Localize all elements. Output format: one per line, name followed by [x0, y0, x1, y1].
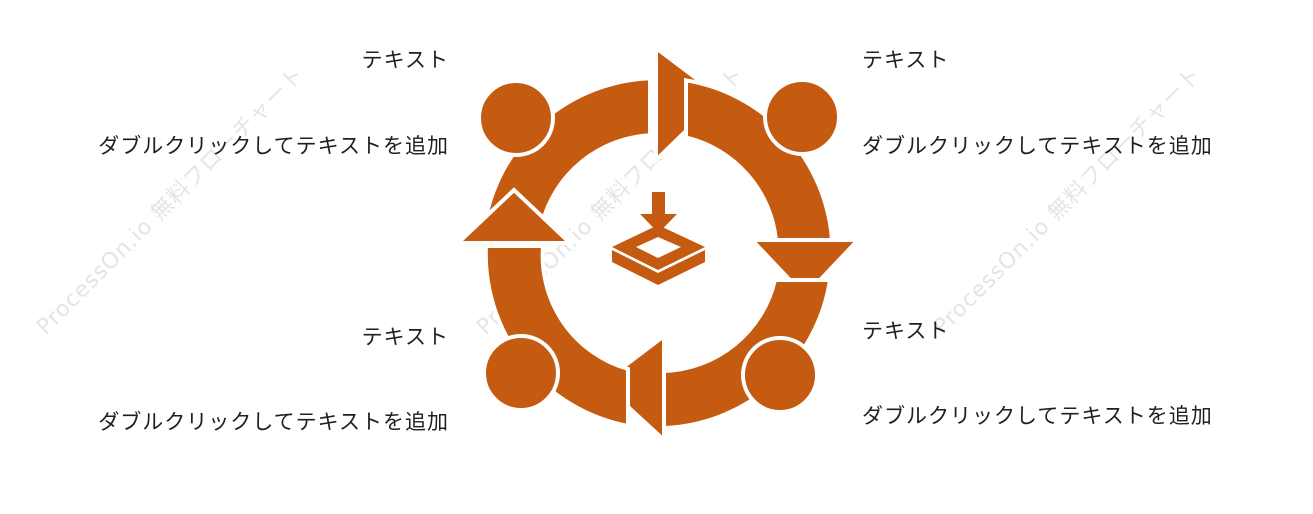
node-title-top-right: テキスト — [862, 48, 950, 72]
node-circle-bottom-left — [482, 334, 560, 412]
node-circle-bottom-right — [741, 336, 819, 414]
node-title-bottom-right: テキスト — [862, 319, 950, 343]
node-body-bottom-left: ダブルクリックしてテキストを追加 — [98, 410, 449, 434]
cycle-arrow-right — [684, 77, 863, 299]
node-title-bottom-left: テキスト — [361, 325, 449, 349]
download-tray-icon — [612, 192, 705, 285]
node-body-top-left: ダブルクリックしてテキストを追加 — [98, 134, 449, 158]
node-body-top-right: ダブルクリックしてテキストを追加 — [862, 134, 1213, 158]
cycle-arrow-left — [452, 187, 630, 429]
node-circle-top-left — [477, 79, 555, 157]
node-title-top-left: テキスト — [361, 48, 449, 72]
node-circle-top-right — [763, 78, 841, 156]
node-body-bottom-right: ダブルクリックしてテキストを追加 — [862, 404, 1213, 428]
